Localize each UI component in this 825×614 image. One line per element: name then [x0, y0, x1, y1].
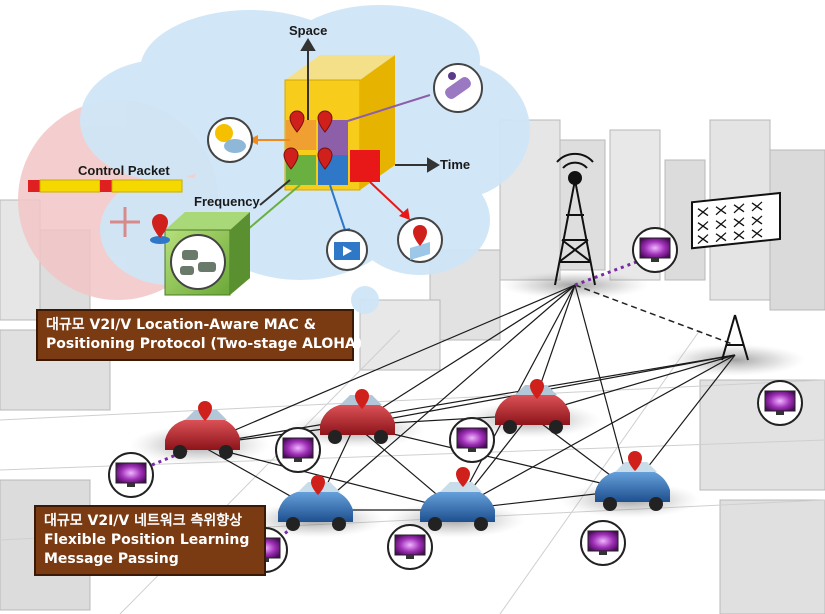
mac-protocol-line2: Positioning Protocol (Two-stage ALOHA)	[46, 336, 363, 352]
network-positioning-line2: Flexible Position Learning	[44, 532, 250, 548]
mac-protocol-box: 대규모 V2I/V Location-Aware MAC & Positioni…	[36, 309, 363, 361]
monitor-icon	[387, 524, 433, 570]
map-pin-icon	[397, 217, 443, 263]
satellite-icon	[433, 63, 483, 113]
cube-icon	[284, 55, 395, 191]
network-positioning-line1: 대규모 V2I/V 네트워크 측위향상	[44, 513, 243, 529]
network-positioning-box: 대규모 V2I/V 네트워크 측위향상 Flexible Position Le…	[34, 505, 266, 576]
monitor-icon	[632, 227, 678, 273]
traffic-jam-icon	[164, 212, 250, 296]
video-icon	[326, 229, 368, 271]
car-icon	[420, 482, 495, 531]
antenna-panel-icon	[691, 191, 781, 361]
monitor-icon	[275, 427, 321, 473]
mac-protocol-line1: 대규모 V2I/V Location-Aware MAC &	[46, 317, 316, 333]
location-pin-icon	[150, 214, 170, 244]
location-pin-icon	[198, 379, 642, 495]
location-pin-icon	[283, 110, 333, 170]
cell-tower-icon	[554, 152, 596, 286]
plus-icon	[110, 207, 140, 237]
car-icon	[278, 482, 353, 531]
tower-link	[574, 284, 736, 346]
car-icon	[165, 410, 240, 459]
monitor-icon	[108, 452, 154, 498]
time-axis-label: Time	[440, 157, 471, 172]
monitor-icon	[449, 417, 495, 463]
monitor-icon	[580, 520, 626, 566]
monitor-icon	[757, 380, 803, 426]
control-packet-label: Control Packet	[78, 163, 170, 178]
control-packet-bar	[28, 179, 183, 193]
cube-axes	[259, 38, 440, 206]
space-axis-label: Space	[289, 23, 328, 38]
car-icon	[320, 395, 395, 444]
weather-icon	[207, 117, 253, 163]
network-positioning-line3: Message Passing	[44, 551, 179, 567]
frequency-axis-label: Frequency	[194, 194, 260, 209]
